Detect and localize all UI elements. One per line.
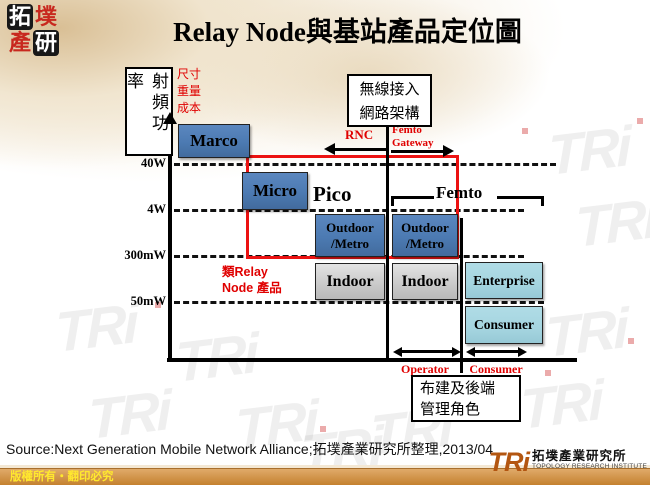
- watermark-dot: [155, 302, 161, 308]
- tri-logo-text: TRi: [488, 447, 530, 477]
- femto-gateway-label: Femto Gateway: [392, 124, 434, 149]
- box-indoor-pico: Indoor: [315, 263, 385, 300]
- consumer-arrow-line: [474, 350, 520, 353]
- gridline-50mw: [174, 301, 544, 304]
- consumer-arrowhead-left: [466, 347, 475, 357]
- watermark-dot: [628, 338, 634, 344]
- tri-watermark: TRi: [574, 185, 650, 260]
- seal-char: 產: [8, 30, 31, 55]
- operator-arrow-line: [401, 350, 454, 353]
- consumer-arrowhead-right: [518, 347, 527, 357]
- gridline-40w: [174, 163, 556, 166]
- seal-char: 墣: [34, 4, 57, 29]
- rnc-arrow-line: [333, 148, 386, 151]
- footer-bar: 版權所有‧翻印必究: [0, 468, 650, 485]
- operator-arrowhead-left: [393, 347, 402, 357]
- tick-4w: 4W: [147, 202, 166, 216]
- box-micro: Micro: [242, 172, 308, 210]
- tri-logo-cn: 拓墣產業研究所: [532, 449, 627, 463]
- pico-label: Pico: [313, 182, 352, 206]
- watermark-dot: [522, 128, 528, 134]
- tri-logo-en: TOPOLOGY RESEARCH INSTITUTE: [532, 463, 647, 470]
- femto-gateway-arrowhead: [443, 145, 454, 157]
- box-consumer: Consumer: [465, 306, 543, 344]
- femto-bracket-right: [497, 196, 544, 206]
- femto-bracket-left: [391, 196, 434, 206]
- watermark-dot: [320, 426, 326, 432]
- tri-watermark: TRi: [547, 113, 630, 188]
- x-axis-line: [167, 358, 577, 362]
- y-axis-line: [168, 120, 172, 362]
- y-axis-note: 尺寸 重量 成本: [177, 67, 202, 115]
- watermark-dot: [545, 370, 551, 376]
- tri-watermark: TRi: [519, 367, 602, 442]
- box-enterprise: Enterprise: [465, 262, 543, 299]
- seal-char: 研: [33, 30, 59, 56]
- tick-50mw: 50mW: [130, 294, 166, 308]
- rnc-label: RNC: [345, 127, 374, 142]
- box-indoor-femto: Indoor: [392, 263, 458, 300]
- femto-gateway-arrow-line: [391, 150, 443, 153]
- watermark-dot: [637, 118, 643, 124]
- operator-consumer-divider-line: [460, 218, 463, 373]
- box-outdoor-metro-pico: Outdoor /Metro: [315, 214, 385, 257]
- relay-node-note: 類Relay Node 產品: [222, 265, 282, 295]
- seal-char: 拓: [7, 4, 33, 30]
- architecture-divider-line: [386, 127, 389, 360]
- network-architecture-box: 無線接入 網路架構: [347, 74, 432, 127]
- consumer-label: Consumer: [469, 362, 523, 376]
- box-outdoor-metro-femto: Outdoor /Metro: [392, 214, 458, 257]
- operator-arrowhead-right: [452, 347, 461, 357]
- footer-strip: [0, 465, 650, 468]
- tri-footer-logo: TRi 拓墣產業研究所 TOPOLOGY RESEARCH INSTITUTE: [488, 447, 647, 477]
- operator-label: Operator: [401, 362, 449, 376]
- deployment-role-box: 布建及後端 管理角色: [411, 375, 521, 422]
- tick-300mw: 300mW: [124, 248, 166, 262]
- gridline-4w: [174, 209, 524, 212]
- box-macro: Marco: [178, 124, 250, 158]
- page-title: Relay Node與基站產品定位圖: [173, 17, 522, 47]
- tri-seal-logo: 拓 墣 產 研: [7, 4, 59, 56]
- tick-40w: 40W: [141, 156, 166, 170]
- source-line: Source:Next Generation Mobile Network Al…: [6, 441, 494, 457]
- rnc-arrowhead: [324, 143, 335, 155]
- y-axis-arrowhead: [163, 112, 177, 124]
- copyright-text: 版權所有‧翻印必究: [10, 471, 114, 483]
- femto-label: Femto: [436, 183, 483, 202]
